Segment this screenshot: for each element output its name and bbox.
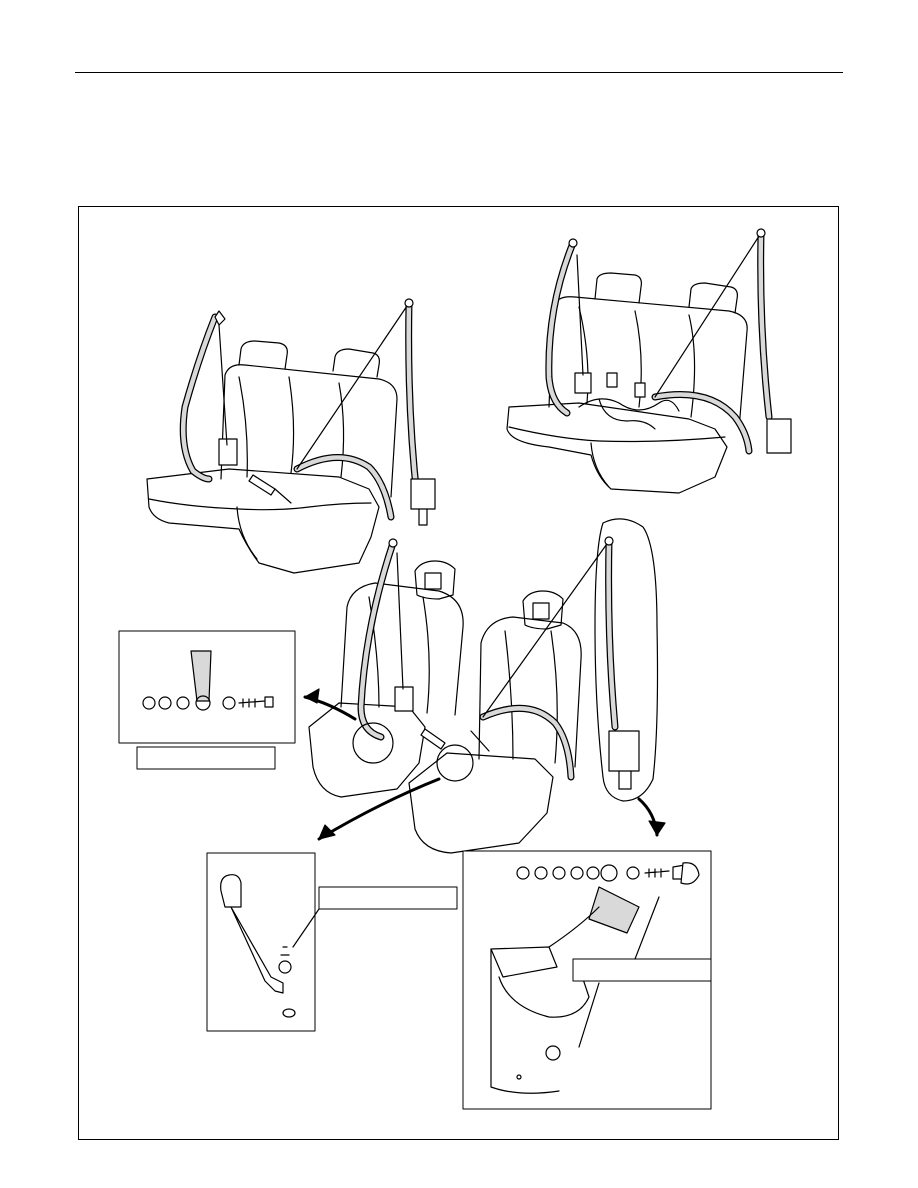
seat-belt-figure [78, 206, 839, 1140]
rear-bench-seat-belts-alt [506, 228, 792, 494]
rear-bench-seat-belts [146, 298, 436, 574]
header-rule [75, 72, 843, 73]
buckle-detail [206, 852, 458, 1032]
retractor-detail [462, 850, 712, 1110]
anchor-detail [118, 630, 296, 770]
front-bucket-seat-belts [303, 518, 666, 854]
